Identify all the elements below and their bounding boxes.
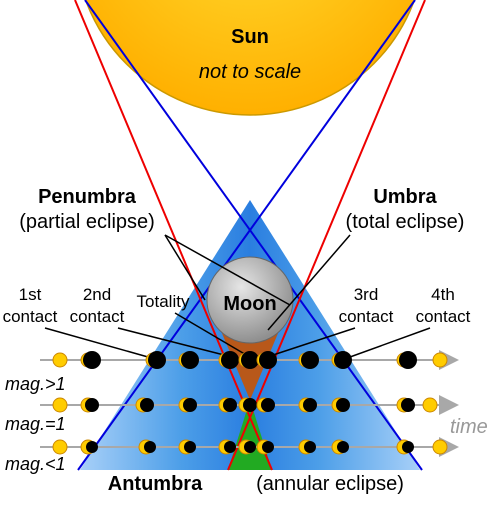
mag-lt-phase-moon: [144, 441, 156, 453]
mag-lt-phase-moon: [184, 441, 196, 453]
umbra-line-left: [74, 0, 273, 471]
contact-1-line2: contact: [3, 307, 58, 326]
mag-lt-phase-moon: [244, 441, 256, 453]
mag-gt-sun-marker: [432, 352, 448, 368]
sun-disc: [84, 0, 416, 116]
mag-lt-sun-marker: [52, 439, 68, 455]
mag-eq-phase-moon: [85, 398, 99, 412]
mag-eq-phase-moon: [243, 398, 257, 412]
mag-eq-label: mag.=1: [5, 414, 66, 434]
mag-eq-sun-marker: [52, 397, 68, 413]
mag-eq-sun-marker: [422, 397, 438, 413]
contact-3-line1: 3rd: [354, 285, 379, 304]
mag-gt-sun-marker: [52, 352, 68, 368]
penumbra-pointer-1: [164, 234, 206, 301]
mag-gt-phase-moon: [221, 351, 239, 369]
mag-lt-phase-moon: [304, 441, 316, 453]
mag-lt-label: mag.<1: [5, 454, 66, 474]
mag-gt-phase-moon: [181, 351, 199, 369]
contact-4-line2: contact: [416, 307, 471, 326]
mag-eq-phase-moon: [140, 398, 154, 412]
penumbra-title: Penumbra: [38, 186, 137, 208]
penumbra-line-left: [84, 0, 423, 471]
contact-4-line1: 4th: [431, 285, 455, 304]
contact-3-line2: contact: [339, 307, 394, 326]
sun-label: Sun: [231, 26, 269, 48]
mag-lt-phase-moon: [224, 441, 236, 453]
antumbra-subtitle: (annular eclipse): [256, 473, 404, 495]
contact-1-line1: 1st: [19, 285, 42, 304]
penumbra-line-right: [77, 0, 416, 471]
mag-gt-phase-moon: [399, 351, 417, 369]
mag-eq-phase-moon: [336, 398, 350, 412]
umbra-line-right: [227, 0, 426, 471]
mag-lt-phase-moon: [337, 441, 349, 453]
umbra-subtitle: (total eclipse): [346, 211, 465, 233]
contact-2-pointer: [117, 327, 229, 357]
contact-4-pointer: [349, 327, 431, 358]
contact-2-line1: 2nd: [83, 285, 111, 304]
contact-2-line2: contact: [70, 307, 125, 326]
totality-pointer: [174, 312, 249, 357]
mag-gt-label: mag.>1: [5, 374, 66, 394]
totality-label: Totality: [137, 292, 190, 311]
mag-gt-phase-moon: [334, 351, 352, 369]
mag-eq-phase-moon: [303, 398, 317, 412]
antumbra-title: Antumbra: [108, 473, 203, 495]
sun-note: not to scale: [199, 61, 301, 83]
penumbra-subtitle: (partial eclipse): [19, 211, 155, 233]
mag-eq-phase-moon: [223, 398, 237, 412]
mag-gt-phase-moon: [241, 351, 259, 369]
mag-eq-phase-moon: [401, 398, 415, 412]
mag-eq-phase-moon: [261, 398, 275, 412]
umbra-title: Umbra: [373, 186, 437, 208]
mag-lt-phase-moon: [262, 441, 274, 453]
mag-gt-phase-moon: [301, 351, 319, 369]
penumbra-pointer-2: [164, 234, 291, 306]
timelines: [40, 350, 459, 457]
mag-gt-phase-moon: [259, 351, 277, 369]
contact-1-pointer: [44, 327, 149, 358]
mag-lt-sun-marker: [432, 439, 448, 455]
mag-eq-phase-moon: [183, 398, 197, 412]
time-label: time: [450, 416, 488, 438]
mag-gt-phase-moon: [148, 351, 166, 369]
contact-3-pointer: [269, 327, 356, 357]
mag-gt-phase-moon: [83, 351, 101, 369]
umbra-pointer: [267, 234, 351, 331]
mag-lt-phase-moon: [402, 441, 414, 453]
moon-label: Moon: [223, 293, 276, 315]
mag-lt-phase-moon: [86, 441, 98, 453]
